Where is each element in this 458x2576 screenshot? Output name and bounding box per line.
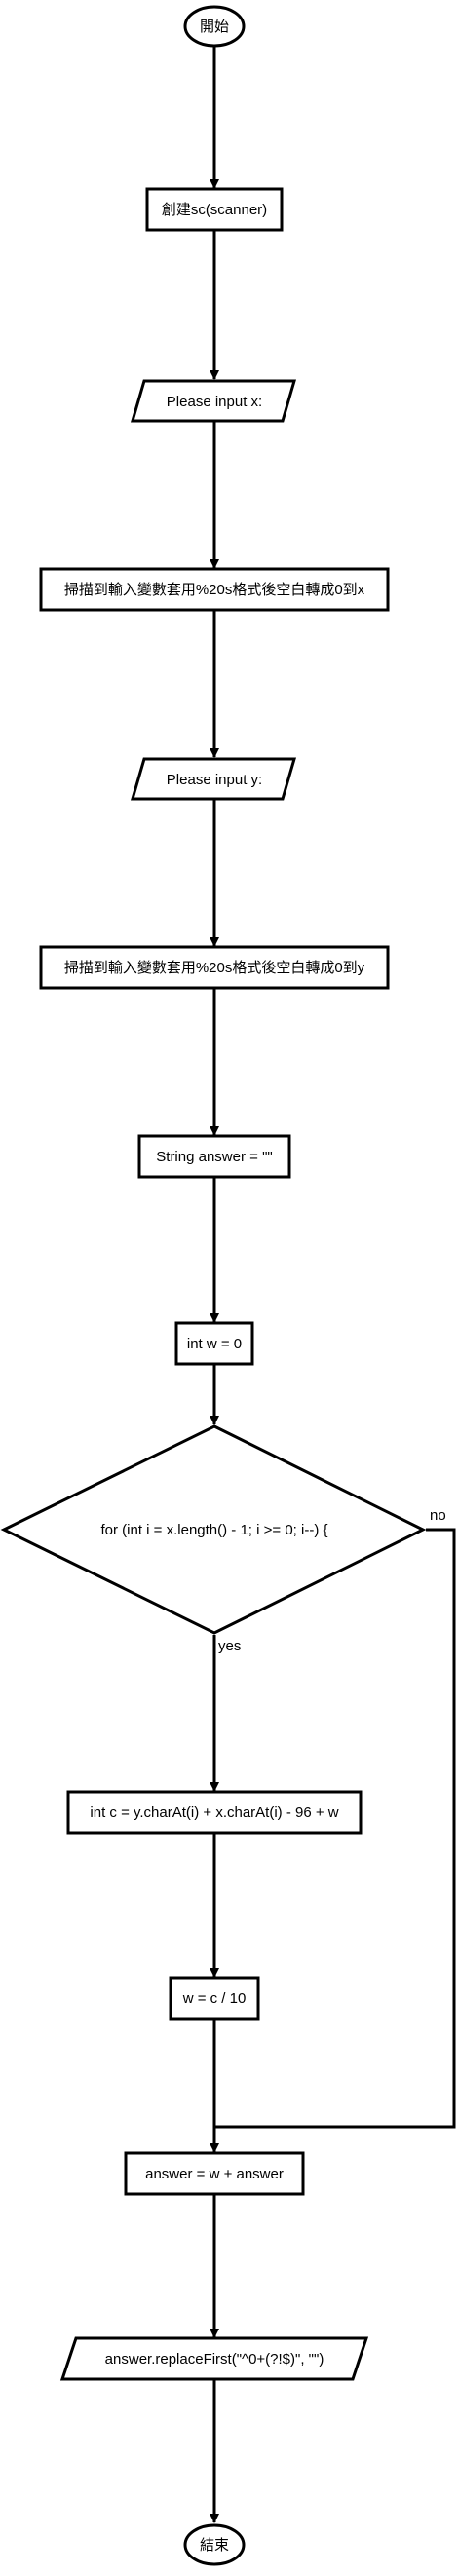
loop-decision: for (int i = x.length() - 1; i >= 0; i--… [0,1424,427,1635]
output-label: answer.replaceFirst("^0+(?!$)", "") [105,2351,324,2368]
branch-yes-label: yes [218,1638,241,1654]
prompt-y-label: Please input y: [167,772,262,788]
init-answer-label: String answer = "" [156,1149,272,1165]
end-label: 結束 [200,2537,229,2554]
prompt-y-io: Please input y: [130,757,297,801]
init-answer-process: String answer = "" [137,1134,291,1179]
scan-y-process: 掃描到輸入變數套用%20s格式後空白轉成0到y [39,945,390,990]
scan-x-process: 掃描到輸入變數套用%20s格式後空白轉成0到x [39,567,390,612]
compute-c-label: int c = y.charAt(i) + x.charAt(i) - 96 +… [90,1804,338,1821]
init-w-label: int w = 0 [187,1336,242,1352]
start-node: 開始 [183,5,246,48]
loop-condition-label: for (int i = x.length() - 1; i >= 0; i--… [101,1522,328,1538]
branch-no-label: no [430,1507,446,1524]
end-node: 結束 [183,2523,246,2566]
start-label: 開始 [200,19,229,35]
scan-x-label: 掃描到輸入變數套用%20s格式後空白轉成0到x [64,581,365,598]
compute-w-label: w = c / 10 [182,1990,247,2007]
connectors [210,46,456,2523]
update-answer-process: answer = w + answer [124,2151,305,2196]
compute-c-process: int c = y.charAt(i) + x.charAt(i) - 96 +… [66,1790,363,1835]
init-w-process: int w = 0 [174,1321,254,1366]
prompt-x-io: Please input x: [130,379,297,423]
scan-y-label: 掃描到輸入變數套用%20s格式後空白轉成0到y [64,959,365,976]
create-scanner-process: 創建sc(scanner) [145,187,284,232]
compute-w-process: w = c / 10 [169,1976,260,2021]
update-answer-label: answer = w + answer [145,2166,284,2182]
connector-loop-no [214,1528,456,2129]
output-io: answer.replaceFirst("^0+(?!$)", "") [59,2336,369,2381]
prompt-x-label: Please input x: [167,394,262,410]
create-scanner-label: 創建sc(scanner) [162,202,267,218]
